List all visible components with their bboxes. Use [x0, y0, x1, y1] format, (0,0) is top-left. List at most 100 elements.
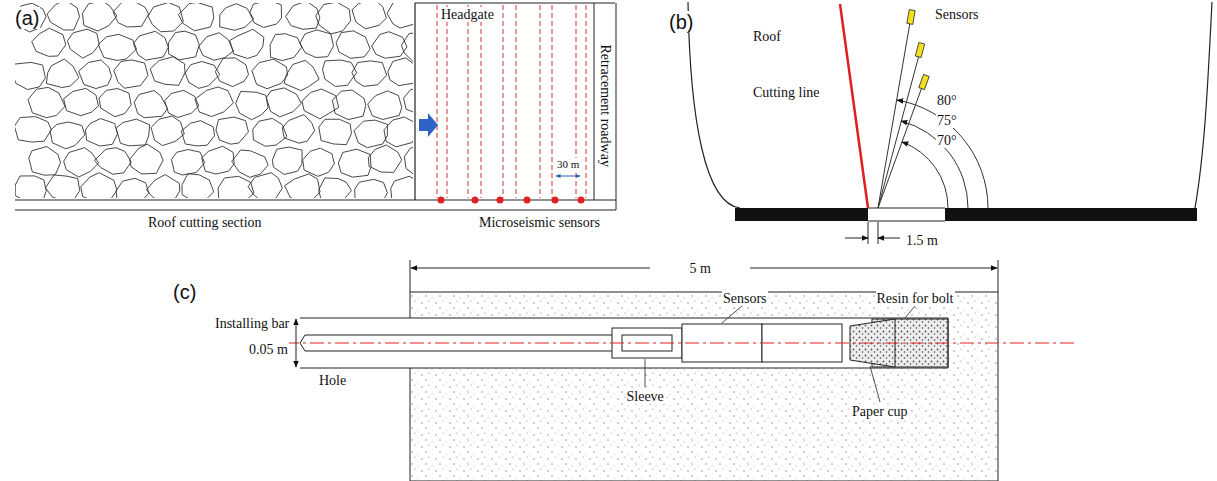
- coal-seam: [945, 208, 1197, 221]
- rock: [282, 115, 314, 144]
- rock: [250, 3, 282, 27]
- rock: [355, 179, 388, 198]
- headgate-line: [415, 3, 615, 4]
- road-name: Headgate: [440, 7, 495, 22]
- rock: [165, 90, 199, 117]
- rock: [15, 3, 46, 32]
- rock: [195, 87, 234, 117]
- rock: [99, 89, 131, 117]
- rock: [67, 29, 99, 58]
- rock: [285, 174, 320, 198]
- rock: [272, 147, 302, 174]
- rock: [391, 176, 413, 198]
- spacing-dimension: [845, 222, 900, 244]
- rock: [404, 146, 413, 175]
- rock: [202, 146, 235, 174]
- roadway-floor: [868, 221, 945, 222]
- panel-letter: (c): [172, 281, 197, 303]
- rock: [15, 176, 46, 198]
- rock: [94, 148, 131, 175]
- rock: [220, 4, 254, 31]
- rock: [134, 91, 167, 118]
- hole-wall: [300, 318, 948, 319]
- part-name: Sleeve: [626, 389, 665, 404]
- rock: [85, 119, 117, 147]
- diameter-dimension: [296, 319, 297, 367]
- part-name: Sensors: [934, 7, 980, 22]
- roof-outline: [1195, 2, 1212, 208]
- rock: [113, 3, 148, 27]
- rock: [354, 120, 387, 148]
- part-name: Installing bar: [214, 316, 290, 331]
- rock: [114, 60, 148, 88]
- rock: [98, 34, 136, 60]
- advance-arrow: [419, 113, 438, 137]
- rock: [46, 59, 79, 87]
- rock: [182, 174, 214, 198]
- rock: [384, 117, 413, 147]
- roadway-line: [616, 3, 617, 210]
- part-name: Hole: [318, 373, 347, 388]
- line-name: Cutting line: [752, 85, 821, 100]
- rock: [150, 57, 185, 86]
- part-name: Resin for bolt: [876, 291, 955, 306]
- roof-outline: [688, 2, 740, 208]
- rock: [300, 30, 334, 58]
- rock: [64, 88, 99, 115]
- road-name: Roof cutting section: [147, 215, 263, 230]
- section-view: [688, 2, 1212, 244]
- cutting-line: [840, 4, 868, 208]
- gateway-line: [15, 210, 616, 211]
- rock: [185, 62, 220, 89]
- rock: [322, 60, 356, 86]
- rock: [215, 58, 248, 87]
- coal-seam: [735, 208, 868, 221]
- angle: 70°: [936, 133, 958, 148]
- hole-wall: [300, 368, 948, 369]
- rock: [336, 31, 370, 58]
- part-name: Paper cup: [851, 404, 909, 419]
- rock: [368, 145, 401, 172]
- stratum-name: Roof: [752, 29, 782, 44]
- rock: [116, 119, 150, 146]
- rock: [147, 175, 180, 198]
- cutting-holes: [437, 5, 586, 198]
- rock: [248, 173, 282, 198]
- panel-letter: (a): [14, 7, 40, 29]
- rock: [50, 122, 85, 149]
- rock: [270, 34, 302, 61]
- dimension: 1.5 m: [905, 233, 939, 248]
- rock: [133, 31, 168, 60]
- rock: [178, 3, 213, 31]
- rock: [388, 58, 413, 86]
- length-dimension: [410, 260, 998, 292]
- rock: [82, 3, 116, 31]
- rock: [232, 150, 268, 177]
- face-line: [414, 3, 415, 200]
- rock: [130, 144, 163, 174]
- rock: [338, 149, 371, 177]
- rock: [216, 117, 249, 144]
- rock: [181, 121, 214, 146]
- rock: [266, 88, 301, 117]
- rock: [253, 118, 287, 146]
- rock: [236, 91, 268, 119]
- rock: [15, 117, 51, 142]
- road-name: Retracement roadway: [598, 43, 613, 167]
- rock: [28, 87, 65, 117]
- borehole-detail: [285, 260, 1075, 481]
- legend-text: Microseismic sensors: [478, 215, 601, 230]
- rock: [47, 3, 80, 30]
- rock: [387, 3, 413, 28]
- rock: [319, 178, 352, 198]
- rock: [15, 62, 45, 89]
- rock: [64, 148, 99, 177]
- rock: [79, 60, 112, 89]
- sensor-symbols: [907, 10, 929, 90]
- rock: [352, 61, 387, 86]
- plan-view: [11, 0, 616, 210]
- rock: [332, 90, 365, 120]
- rock: [368, 91, 402, 120]
- sensor-dots: [438, 197, 585, 204]
- dimension: 5 m: [689, 261, 712, 276]
